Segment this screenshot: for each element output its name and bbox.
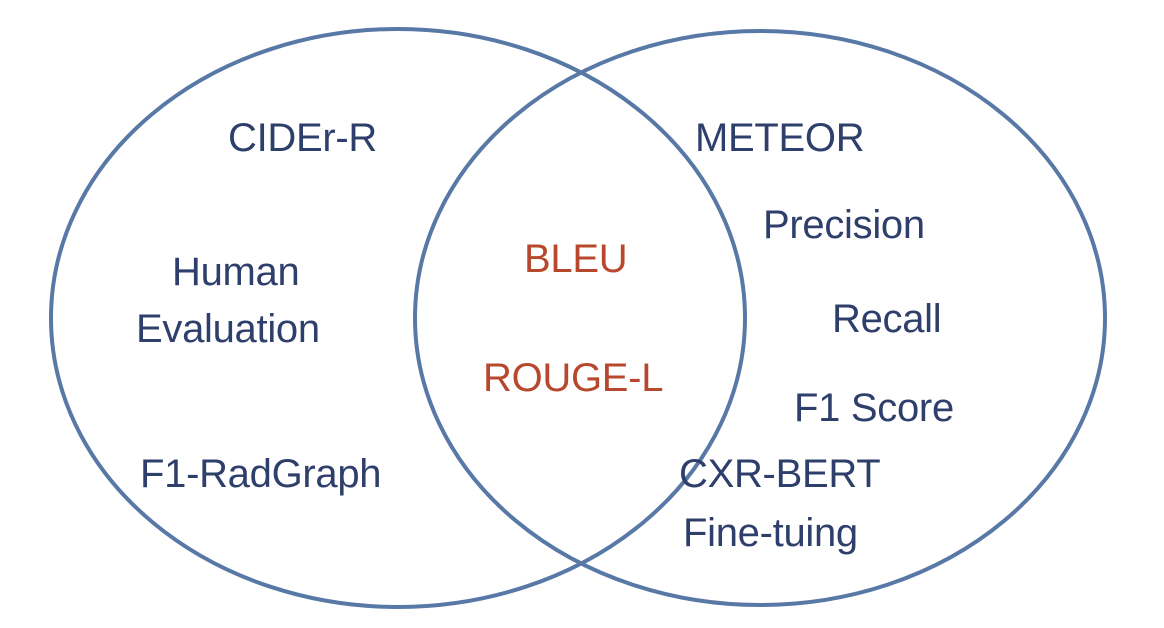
label-cxr-bert-line2: Fine-tuing xyxy=(683,511,858,555)
label-rouge-l: ROUGE-L xyxy=(483,356,664,400)
label-precision: Precision xyxy=(763,203,925,247)
label-human-evaluation-line1: Human xyxy=(172,250,300,294)
label-recall: Recall xyxy=(832,297,942,341)
left-set-circle xyxy=(49,27,747,609)
label-f1-radgraph: F1-RadGraph xyxy=(140,452,382,496)
label-human-evaluation-line2: Evaluation xyxy=(136,307,320,351)
label-cxr-bert-line1: CXR-BERT xyxy=(679,452,881,496)
label-meteor: METEOR xyxy=(695,116,865,160)
label-f1-score: F1 Score xyxy=(794,386,954,430)
label-cider-r: CIDEr-R xyxy=(228,116,377,160)
right-set-circle xyxy=(413,29,1107,607)
label-bleu: BLEU xyxy=(524,237,628,281)
